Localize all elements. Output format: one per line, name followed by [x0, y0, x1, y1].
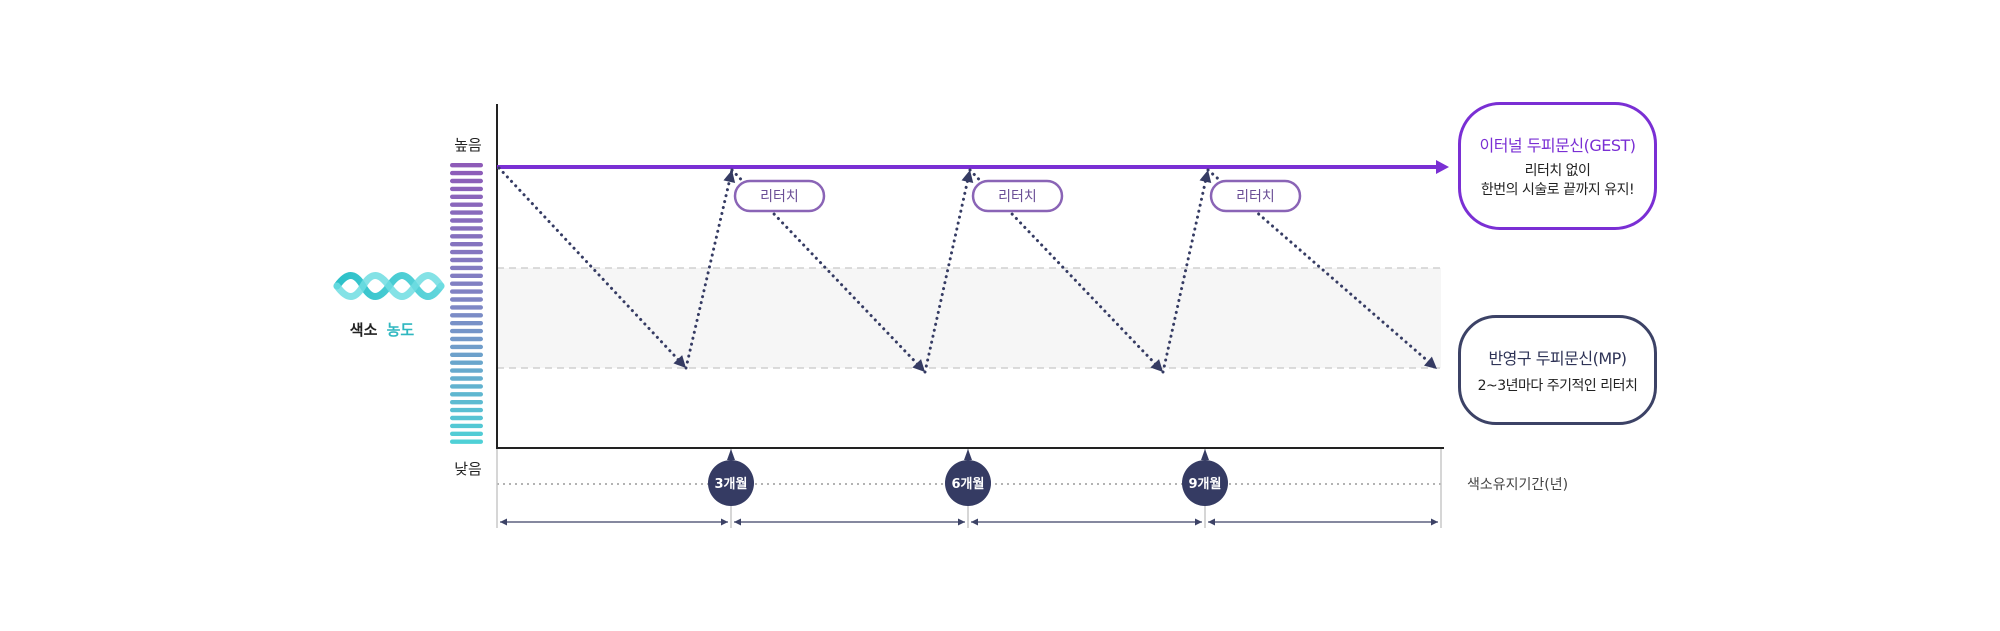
concentration-bar	[450, 163, 483, 168]
mp-arrowhead	[673, 355, 686, 368]
concentration-bar	[450, 360, 483, 365]
mp-arrowhead	[1199, 170, 1212, 184]
concentration-bar	[450, 289, 483, 294]
concentration-bar	[450, 321, 483, 326]
svg-text:3개월: 3개월	[715, 476, 748, 492]
period-arrowhead	[958, 518, 965, 526]
mp-callout: 반영구 두피문신(MP) 2~3년마다 주기적인 리터치	[1458, 315, 1657, 425]
gest-line2: 한번의 시술로 끝까지 유지!	[1480, 182, 1635, 198]
concentration-bar	[450, 297, 483, 302]
svg-text:6개월: 6개월	[952, 476, 985, 492]
mp-arrowhead	[1150, 359, 1163, 372]
svg-text:9개월: 9개월	[1189, 476, 1222, 492]
month-marker: 3개월	[708, 449, 754, 506]
mp-segment	[968, 168, 1165, 374]
svg-text:리터치: 리터치	[760, 189, 799, 205]
concentration-bar	[450, 186, 483, 192]
concentration-label: 색소 농도	[350, 321, 415, 339]
duration-label: 색소유지기간(년)	[1467, 477, 1568, 493]
concentration-bar	[450, 210, 483, 215]
gest-callout: 이터널 두피문신(GEST) 리터치 없이 한번의 시술로 끝까지 유지!	[1458, 102, 1657, 230]
concentration-bar	[450, 352, 483, 357]
concentration-bar	[450, 313, 483, 318]
period-arrowhead	[971, 518, 978, 526]
concentration-bar	[450, 178, 483, 184]
concentration-scale	[450, 163, 483, 444]
svg-text:리터치: 리터치	[1236, 189, 1275, 205]
retouch-badge: 리터치	[971, 179, 1064, 213]
concentration-bar	[450, 226, 483, 231]
concentration-bar	[450, 400, 483, 405]
month-marker: 6개월	[945, 449, 991, 506]
mp-title: 반영구 두피문신(MP)	[1488, 348, 1627, 368]
retouch-badge: 리터치	[733, 179, 826, 213]
concentration-bar	[450, 344, 483, 350]
concentration-bar	[450, 273, 483, 278]
concentration-bar	[450, 423, 483, 429]
concentration-bar	[450, 202, 483, 207]
concentration-bar	[450, 305, 483, 310]
concentration-bar	[450, 415, 483, 421]
concentration-bar	[450, 368, 483, 373]
concentration-bar	[450, 242, 483, 247]
concentration-bar	[450, 194, 483, 199]
concentration-bar	[450, 257, 483, 263]
mp-segment	[1206, 168, 1439, 371]
concentration-bar	[450, 281, 483, 286]
concentration-bar	[450, 336, 483, 342]
concentration-bar	[450, 384, 483, 389]
label-low: 낮음	[454, 460, 482, 478]
gest-title: 이터널 두피문신(GEST)	[1479, 136, 1636, 155]
retention-band	[497, 268, 1441, 368]
concentration-bar	[450, 249, 483, 255]
dna-icon	[333, 272, 445, 300]
period-arrowhead	[734, 518, 741, 526]
mp-segment	[1161, 168, 1210, 374]
period-arrowhead	[500, 518, 507, 526]
concentration-bar	[450, 234, 483, 239]
concentration-bar	[450, 392, 483, 397]
concentration-bar	[450, 431, 483, 436]
period-arrowhead	[1195, 518, 1202, 526]
mp-arrowhead	[912, 359, 925, 372]
label-high: 높음	[454, 136, 482, 154]
period-arrowhead	[1208, 518, 1215, 526]
mp-sawtooth	[497, 166, 1439, 374]
svg-text:리터치: 리터치	[998, 189, 1037, 205]
concentration-bar	[450, 170, 483, 176]
mp-arrowhead	[961, 170, 974, 184]
month-marker: 9개월	[1182, 449, 1228, 506]
concentration-bar	[450, 376, 483, 381]
mp-segment	[730, 168, 927, 374]
concentration-bar	[450, 328, 483, 334]
mp-arrowhead	[723, 170, 736, 184]
mp-segment	[923, 168, 972, 374]
concentration-bar	[450, 407, 483, 413]
mp-arrowhead	[1424, 356, 1437, 369]
period-arrowhead	[721, 518, 728, 526]
period-arrowhead	[1431, 518, 1438, 526]
concentration-bar	[450, 439, 483, 444]
gest-line1: 리터치 없이	[1524, 163, 1591, 179]
retouch-badge: 리터치	[1209, 179, 1302, 213]
mp-segment	[684, 168, 734, 370]
concentration-bar	[450, 218, 483, 223]
concentration-bar	[450, 265, 483, 271]
mp-line1: 2~3년마다 주기적인 리터치	[1477, 377, 1638, 394]
gest-line-arrowhead	[1436, 160, 1449, 174]
